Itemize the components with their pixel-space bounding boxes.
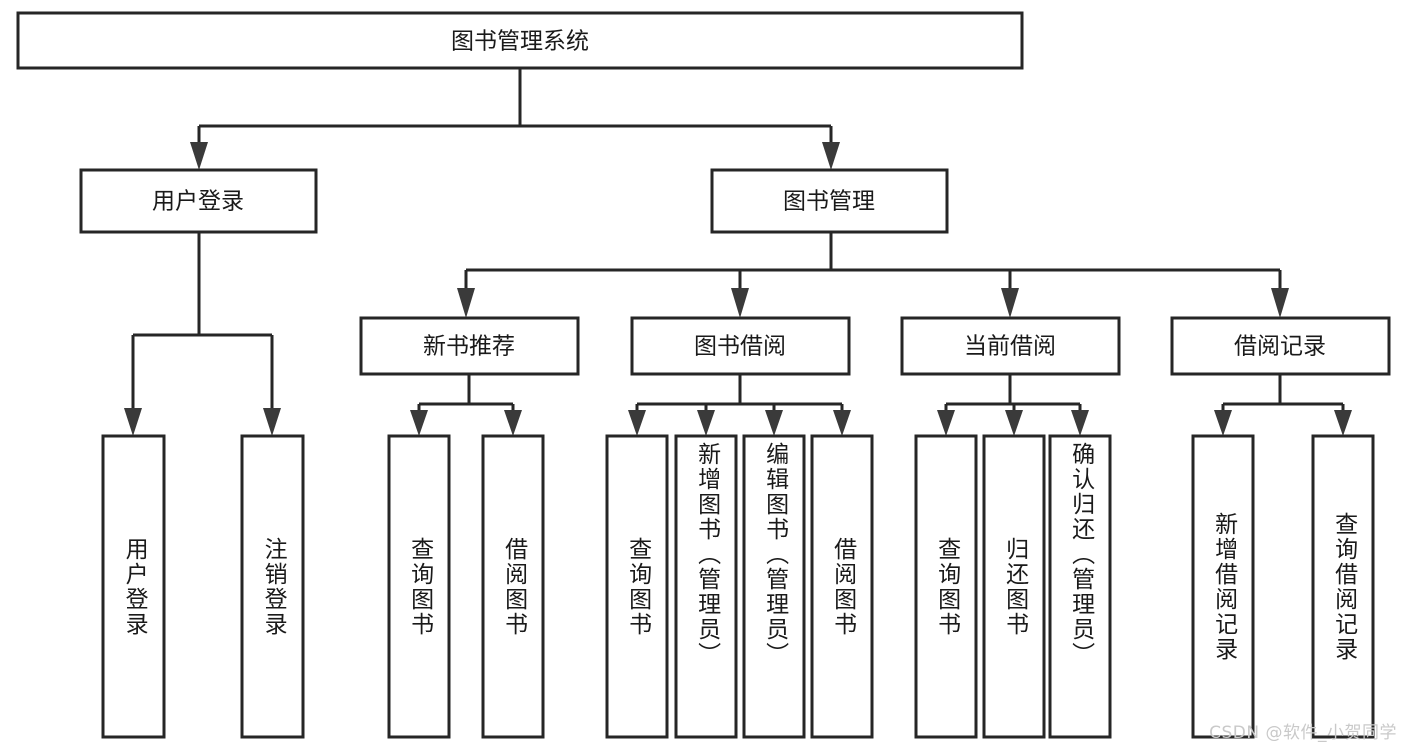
arrow-head-new-book-recommend [457, 288, 475, 318]
node-leaf-logout[interactable] [240, 434, 305, 739]
node-leaf-borrow-book-1[interactable] [481, 434, 545, 739]
node-leaf-query-book-1[interactable] [387, 434, 451, 739]
node-leaf-query-record[interactable] [1311, 434, 1375, 739]
node-user-login[interactable] [79, 168, 318, 234]
node-current-borrow[interactable] [900, 316, 1121, 376]
node-leaf-user-login[interactable] [101, 434, 166, 739]
node-layer: 图书管理系统 用户登录 图书管理 新书推荐 图书借阅 当前借阅 借阅记录 [16, 11, 1391, 739]
node-leaf-add-record[interactable] [1191, 434, 1255, 739]
node-leaf-edit-book[interactable] [742, 434, 806, 739]
arrow-head-leaf-borrow-book-2 [833, 410, 851, 436]
arrow-head-leaf-logout [263, 408, 281, 436]
arrow-head-book-borrow [731, 288, 749, 318]
node-book-borrow-label: 图书借阅 [694, 334, 786, 360]
node-leaf-add-book[interactable] [674, 434, 738, 739]
node-root[interactable] [16, 11, 1024, 70]
watermark: CSDN @软件_小贺同学 [1209, 723, 1397, 743]
node-new-book-recommend[interactable] [359, 316, 580, 376]
node-leaf-query-book-3[interactable] [914, 434, 978, 739]
arrow-head-borrow-record [1271, 288, 1289, 318]
node-borrow-record-label: 借阅记录 [1234, 334, 1326, 360]
arrow-head-current-borrow [1001, 288, 1019, 318]
node-user-login-label: 用户登录 [152, 189, 244, 215]
arrow-head-book-manage [822, 142, 840, 170]
arrow-head-leaf-query-book-1 [410, 410, 428, 436]
node-book-manage[interactable] [710, 168, 949, 234]
node-leaf-return-book[interactable] [982, 434, 1046, 739]
arrow-head-leaf-query-book-3 [937, 410, 955, 436]
node-leaf-confirm-return[interactable] [1048, 434, 1112, 739]
arrow-head-leaf-add-record [1214, 410, 1232, 436]
node-current-borrow-label: 当前借阅 [964, 334, 1056, 360]
node-book-manage-label: 图书管理 [783, 189, 875, 215]
node-borrow-record[interactable] [1170, 316, 1391, 376]
edge-layer [124, 68, 1352, 436]
arrow-head-leaf-edit-book [765, 410, 783, 436]
node-new-book-recommend-label: 新书推荐 [423, 334, 515, 360]
arrow-head-leaf-query-book-2 [628, 410, 646, 436]
arrow-head-leaf-confirm-return [1071, 410, 1089, 436]
arrow-head-leaf-return-book [1005, 410, 1023, 436]
node-leaf-borrow-book-2[interactable] [810, 434, 874, 739]
arrow-head-leaf-query-record [1334, 410, 1352, 436]
arrow-head-leaf-add-book [697, 410, 715, 436]
node-leaf-query-book-2[interactable] [605, 434, 669, 739]
arrow-head-leaf-borrow-book-1 [504, 410, 522, 436]
node-root-label: 图书管理系统 [451, 29, 589, 55]
node-book-borrow[interactable] [630, 316, 851, 376]
arrow-head-leaf-user-login [124, 408, 142, 436]
arrow-head-user-login [190, 142, 208, 170]
